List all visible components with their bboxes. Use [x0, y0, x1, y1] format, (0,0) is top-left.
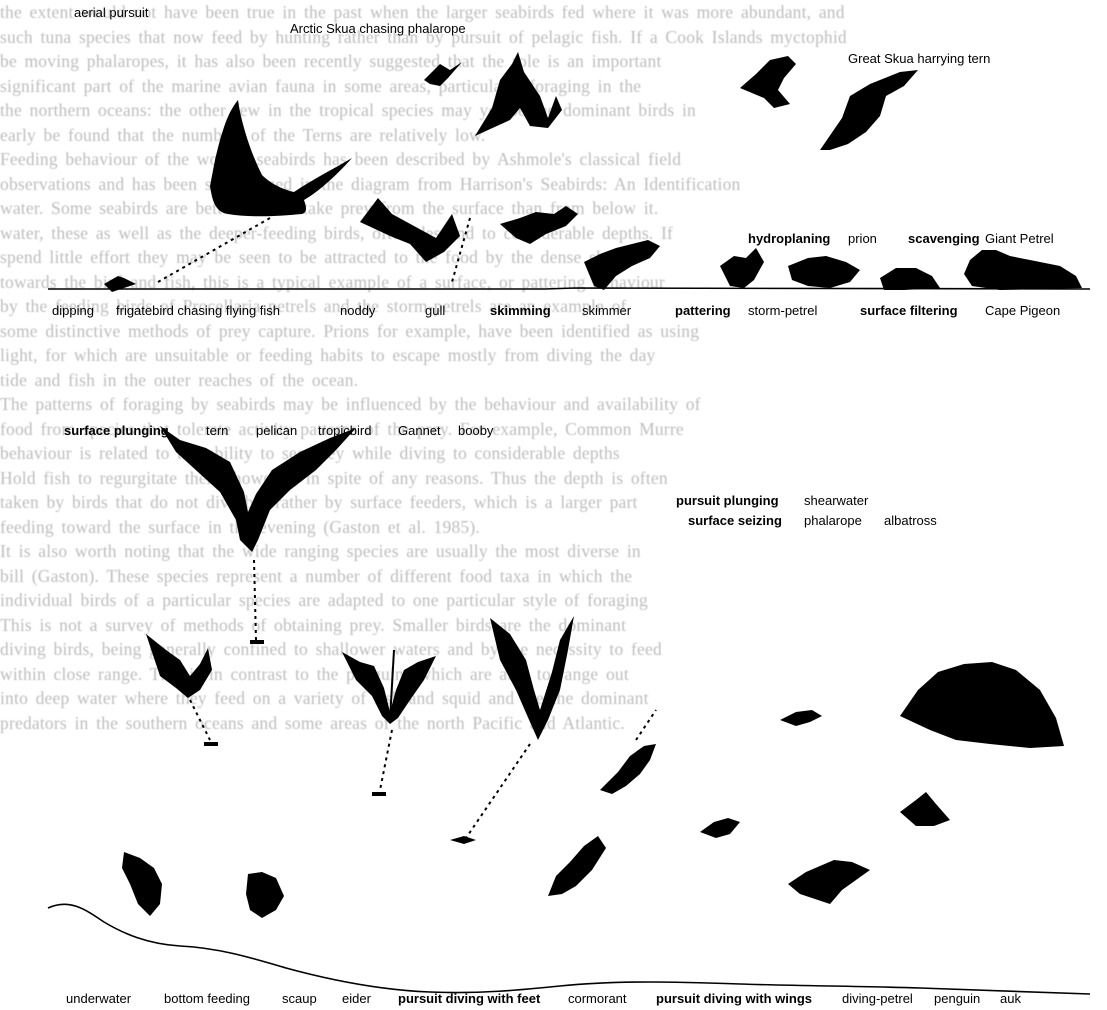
label-dipping: dipping [52, 304, 94, 317]
giant-petrel-silhouette [964, 250, 1082, 290]
label-scavenging: scavenging [908, 232, 980, 245]
label-penguin: penguin [934, 992, 980, 1005]
great-skua-silhouette [820, 70, 918, 150]
label-cape-pigeon: Cape Pigeon [985, 304, 1060, 317]
phalarope-silhouette [424, 62, 462, 86]
dotted-line-tern [190, 700, 210, 740]
albatross-silhouette [900, 662, 1064, 748]
label-surface-filtering: surface filtering [860, 304, 958, 317]
pelican-silhouette [160, 426, 356, 552]
label-surface-seizing: surface seizing [688, 514, 782, 527]
label-pursuit-diving-with-feet: pursuit diving with feet [398, 992, 540, 1005]
penguin-silhouette [788, 860, 870, 904]
tern-silhouette-top [740, 56, 796, 108]
pelican-fish-mark [250, 640, 264, 644]
label-phalarope: phalarope [804, 514, 862, 527]
dotted-line-pelican [254, 560, 256, 640]
label-storm-petrel: storm-petrel [748, 304, 817, 317]
storm-petrel-silhouette [720, 248, 764, 288]
skimmer-silhouette [584, 240, 660, 290]
label-skimmer: skimmer [582, 304, 631, 317]
cape-pigeon-silhouette [880, 268, 940, 290]
label-pelican: pelican [256, 424, 297, 437]
noddy-silhouette [360, 198, 460, 262]
prion-silhouette [788, 256, 860, 288]
booby-fish-silhouette [450, 836, 476, 844]
label-underwater: underwater [66, 992, 131, 1005]
label-pursuit-plunging: pursuit plunging [676, 494, 779, 507]
scaup-silhouette [122, 852, 162, 916]
label-diving-petrel: diving-petrel [842, 992, 913, 1005]
label-gull: gull [425, 304, 445, 317]
label-tern: tern [206, 424, 228, 437]
tropicbird-silhouette [342, 650, 436, 724]
label-aerial-pursuit: aerial pursuit [74, 6, 148, 19]
label-arctic-skua-chasing-phalarope: Arctic Skua chasing phalarope [290, 22, 466, 35]
label-tropicbird: tropicbird [318, 424, 371, 437]
tern-plunging-silhouette [146, 634, 212, 698]
label-pattering: pattering [675, 304, 731, 317]
label-surface-plunging: surface plunging [64, 424, 169, 437]
tern-fish-mark [204, 742, 218, 746]
label-shearwater: shearwater [804, 494, 868, 507]
label-scaup: scaup [282, 992, 317, 1005]
label-noddy: noddy [340, 304, 375, 317]
gannet-silhouette [490, 616, 574, 740]
dotted-line-gannet [466, 744, 530, 838]
label-great-skua-harrying-tern: Great Skua harrying tern [848, 52, 990, 65]
sea-bottom-line [48, 904, 1090, 994]
auk-silhouette [900, 792, 950, 826]
label-bottom-feeding: bottom feeding [164, 992, 250, 1005]
dotted-line-shearwater [636, 710, 656, 740]
label-hydroplaning: hydroplaning [748, 232, 830, 245]
label-giant-petrel: Giant Petrel [985, 232, 1054, 245]
label-booby: booby [458, 424, 493, 437]
phalarope-surface-silhouette [780, 710, 822, 726]
diving-petrel-silhouette [700, 818, 740, 838]
dotted-line-tropicbird [380, 730, 392, 790]
label-albatross: albatross [884, 514, 937, 527]
label-cormorant: cormorant [568, 992, 627, 1005]
label-eider: eider [342, 992, 371, 1005]
dotted-dive-line [158, 218, 270, 282]
cormorant-silhouette [548, 836, 606, 896]
label-auk: auk [1000, 992, 1021, 1005]
frigatebird-silhouette [210, 100, 352, 216]
label-pursuit-diving-with-wings: pursuit diving with wings [656, 992, 812, 1005]
label-gannet: Gannet [398, 424, 441, 437]
label-prion: prion [848, 232, 877, 245]
shearwater-diving-silhouette [600, 744, 656, 794]
gull-silhouette [500, 206, 578, 244]
tropicbird-fish-mark [372, 792, 386, 796]
label-frigatebird-chasing-flying-fish: frigatebird chasing flying fish [116, 304, 280, 317]
label-skimming: skimming [490, 304, 551, 317]
arctic-skua-silhouette [475, 52, 562, 136]
eider-silhouette [246, 872, 284, 918]
